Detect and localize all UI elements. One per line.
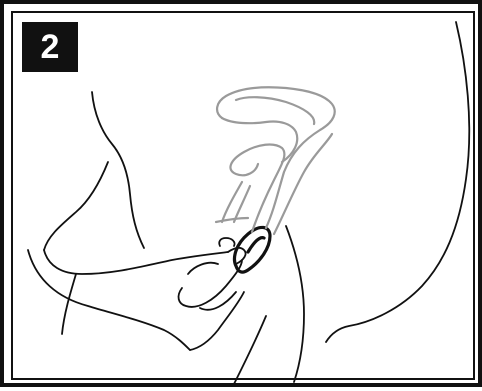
hand-outline — [28, 162, 246, 350]
step-number: 2 — [41, 28, 60, 66]
body-outline — [92, 22, 469, 384]
anatomy-outline — [216, 87, 335, 234]
step-number-badge: 2 — [22, 22, 78, 72]
